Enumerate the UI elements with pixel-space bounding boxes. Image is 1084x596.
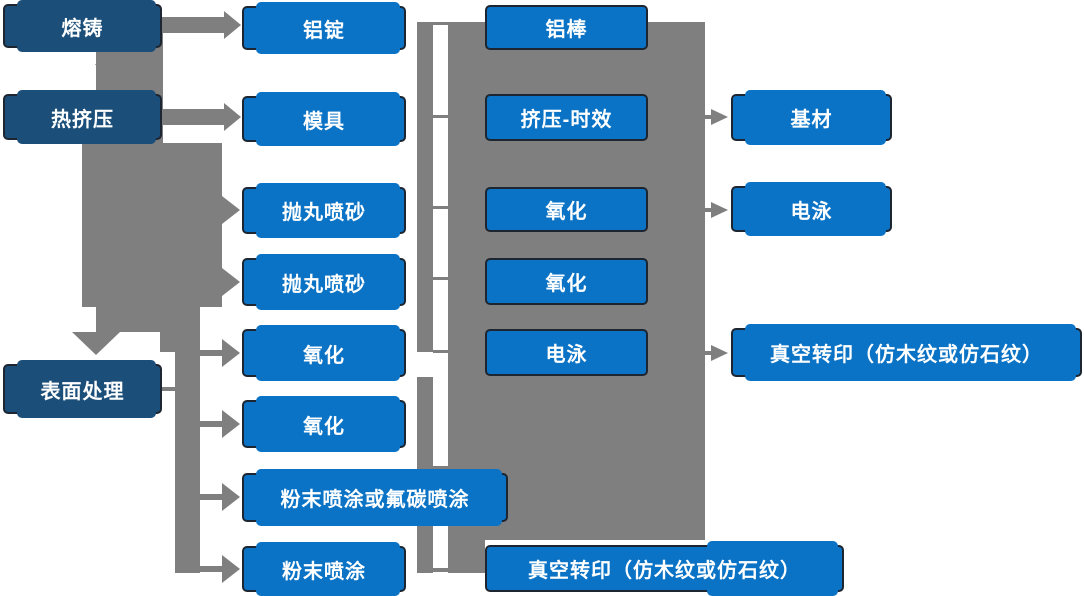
arrowhead-right-row4	[222, 268, 240, 296]
node-oxidation-4: 氧化	[485, 258, 648, 305]
connector-tie-row2	[433, 115, 448, 118]
node-electrophoresis-2: 电泳	[731, 182, 892, 236]
connector-arm-row1	[162, 17, 224, 33]
node-electrophoresis-1: 电泳	[485, 329, 648, 376]
node-aluminum-ingot: 铝锭	[242, 2, 406, 54]
node-oxidation-2: 氧化	[242, 396, 406, 452]
arrowhead-right-row6	[222, 410, 240, 438]
connector-band-foot	[448, 540, 485, 573]
arrowhead-right-row8	[222, 555, 240, 583]
arrowhead-right-to-base	[711, 109, 728, 125]
connector-stub-base	[705, 115, 713, 119]
connector-tie-row5	[433, 350, 448, 353]
node-extrusion-aging: 挤压-时效	[485, 94, 648, 141]
node-powder-coating: 粉末喷涂	[242, 542, 406, 596]
connector-arm-row2	[162, 109, 224, 125]
arrowhead-right-row7	[222, 483, 240, 511]
node-powder-or-fluorocarbon-coating: 粉末喷涂或氟碳喷涂	[242, 469, 508, 526]
connector-tie-row1	[433, 22, 448, 25]
node-oxidation-3: 氧化	[485, 187, 648, 232]
node-surface-treatment: 表面处理	[3, 360, 162, 418]
node-hot-extrusion: 热挤压	[3, 90, 162, 144]
arrowhead-right-to-electrophoresis	[711, 202, 728, 218]
arrowhead-right-to-transfer-print	[711, 345, 728, 361]
connector-left-bar2	[175, 300, 200, 573]
connector-arm-row8	[200, 566, 224, 572]
connector-tie-row7	[433, 466, 448, 469]
node-melting-casting: 熔铸	[3, 0, 162, 52]
arrowhead-right-row5	[222, 339, 240, 367]
connector-arm-row6	[200, 421, 224, 427]
arrowhead-down-to-surface-treatment	[72, 332, 120, 355]
arrowhead-right-row3	[222, 196, 240, 224]
node-aluminum-rod: 铝棒	[485, 5, 648, 50]
connector-mid-bar-upper	[417, 22, 433, 352]
arrowhead-right-row1	[224, 11, 241, 39]
connector-tie-row3	[433, 206, 448, 209]
node-base-material: 基材	[731, 90, 892, 145]
connector-surface-stub	[162, 387, 178, 391]
node-shot-blasting-1: 抛丸喷砂	[242, 183, 406, 238]
node-vacuum-transfer-print-2: 真空转印（仿木纹或仿石纹）	[731, 324, 1082, 381]
connector-stub-edianyong	[705, 208, 713, 212]
arrowhead-right-row2	[224, 103, 241, 131]
connector-arm-row5	[200, 350, 224, 356]
connector-tie-row4	[433, 277, 448, 280]
node-vacuum-transfer-print-1: 真空转印（仿木纹或仿石纹）	[485, 541, 844, 596]
connector-left-blob	[82, 143, 222, 307]
node-shot-blasting-2: 抛丸喷砂	[242, 254, 406, 310]
connector-arm-row7	[200, 494, 224, 500]
connector-stub-transfer	[705, 351, 713, 355]
node-mold: 模具	[242, 92, 406, 146]
node-oxidation-1: 氧化	[242, 325, 406, 381]
